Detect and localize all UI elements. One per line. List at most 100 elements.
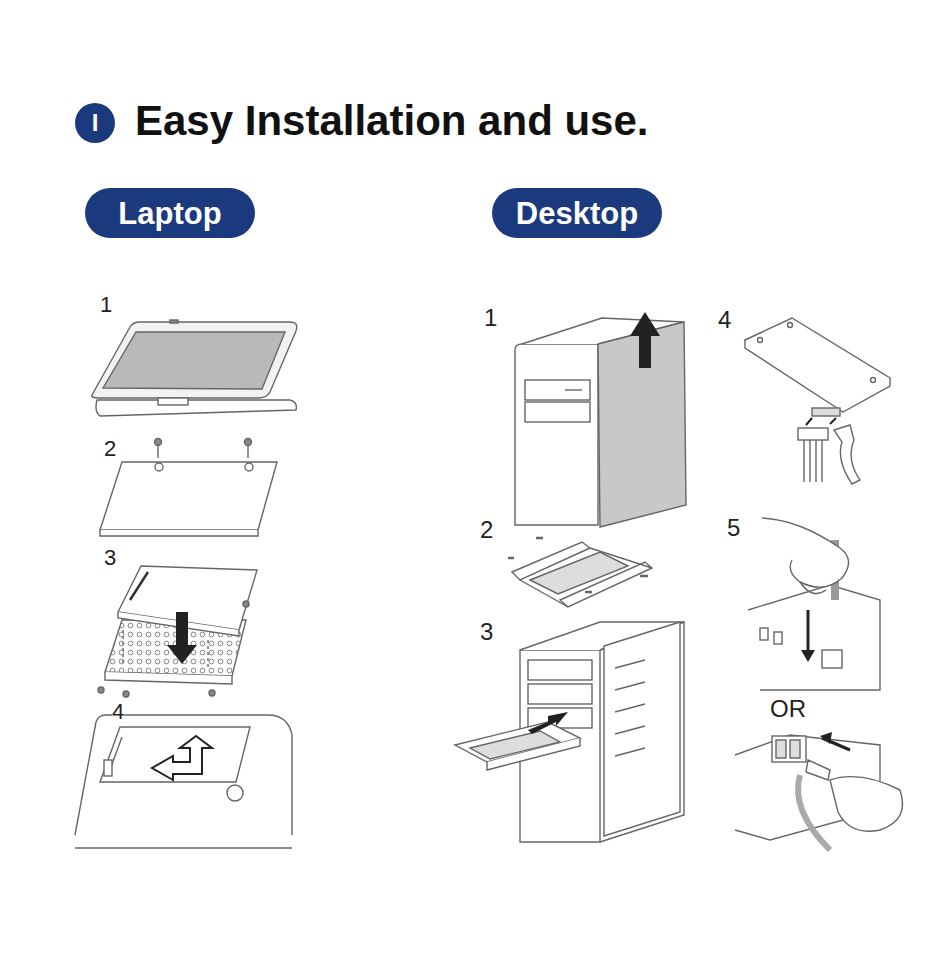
laptop-drive-bay-part bbox=[75, 847, 292, 848]
laptop-closed-part bbox=[96, 400, 296, 416]
laptop-drive-bay bbox=[75, 715, 292, 848]
laptop-closed-part bbox=[170, 320, 178, 323]
laptop-bottom-cover-part bbox=[100, 530, 258, 536]
laptop-drive-bay-part bbox=[152, 736, 212, 780]
desktop-tower-open-part bbox=[525, 380, 590, 400]
laptop-bottom-cover-part bbox=[247, 446, 248, 458]
desktop-tower-insert-part bbox=[604, 622, 680, 836]
hard-drive-cables-part bbox=[798, 428, 828, 440]
desktop-tower-insert-part bbox=[615, 748, 645, 756]
laptop-bottom-cover-part bbox=[245, 463, 253, 471]
hard-drive-cables-part bbox=[788, 323, 793, 328]
laptop-bottom-cover-part bbox=[155, 439, 162, 446]
ssd-and-bracket-part bbox=[209, 690, 215, 696]
hard-drive-cables-part bbox=[812, 408, 840, 416]
laptop-closed-part bbox=[158, 398, 188, 405]
desktop-tower-insert-part bbox=[487, 738, 580, 770]
hard-drive-cables-part bbox=[809, 440, 810, 482]
laptop-drive-bay-part bbox=[227, 785, 243, 801]
ssd-and-bracket-part bbox=[130, 572, 148, 600]
hard-drive-cables-part bbox=[745, 340, 890, 412]
badge-circle-fill bbox=[75, 103, 115, 143]
motherboard-connection-part bbox=[801, 650, 815, 662]
motherboard-connection-part bbox=[774, 632, 782, 644]
motherboard-connection-part bbox=[790, 740, 800, 758]
motherboard-connection-part bbox=[830, 777, 903, 832]
ssd-and-bracket-part bbox=[167, 612, 197, 664]
motherboard-connection-part bbox=[798, 775, 830, 850]
drive-in-bracket-part bbox=[508, 557, 514, 560]
drive-in-bracket-part bbox=[530, 552, 628, 594]
desktop-tower-insert-part bbox=[615, 682, 645, 690]
laptop-bottom-cover-part bbox=[155, 463, 163, 471]
laptop-drive-bay-part bbox=[100, 727, 250, 782]
ssd-and-bracket-part bbox=[122, 630, 123, 665]
desktop-tower-insert-part bbox=[528, 712, 568, 734]
step-number: 5 bbox=[727, 516, 740, 540]
alternative-label: OR bbox=[770, 697, 806, 721]
category-pill: Desktop bbox=[492, 188, 662, 238]
desktop-tower-insert-part bbox=[528, 684, 592, 704]
drive-in-bracket-part bbox=[536, 537, 543, 540]
laptop-bottom-cover-part bbox=[245, 439, 252, 446]
desktop-tower-open-part bbox=[630, 312, 660, 368]
desktop-tower-open-part bbox=[565, 389, 582, 390]
ssd-and-bracket-part bbox=[105, 672, 232, 684]
step-number: 2 bbox=[480, 518, 493, 542]
motherboard-connection-part bbox=[776, 740, 786, 758]
section-badge: I bbox=[75, 103, 115, 143]
hard-drive-cables-part bbox=[871, 378, 876, 383]
desktop-tower-insert-part bbox=[615, 704, 645, 712]
laptop-closed-part bbox=[103, 332, 285, 389]
ssd-and-bracket-part bbox=[243, 601, 249, 607]
pill-text: Laptop bbox=[118, 198, 221, 229]
step-number: 1 bbox=[100, 294, 112, 316]
drive-in-bracket-part bbox=[585, 591, 592, 594]
step-number: 1 bbox=[484, 306, 497, 330]
hard-drive-cables-part bbox=[830, 418, 836, 424]
laptop-drive-bay-part bbox=[75, 715, 292, 835]
hard-drive-cables bbox=[745, 318, 890, 484]
laptop-bottom-cover-part bbox=[100, 462, 277, 530]
laptop-bottom-cover-part bbox=[157, 446, 158, 458]
laptop-bottom-cover bbox=[100, 439, 277, 537]
ssd-and-bracket bbox=[98, 566, 257, 697]
hard-drive-cables-part bbox=[834, 425, 860, 484]
laptop-closed-part bbox=[92, 322, 297, 398]
motherboard-connection-part bbox=[760, 628, 768, 640]
motherboard-connection-part bbox=[762, 518, 849, 587]
motherboard-connection-part bbox=[800, 582, 826, 594]
desktop-tower-insert-part bbox=[600, 622, 684, 842]
laptop-drive-bay-part bbox=[104, 760, 112, 776]
desktop-tower-insert bbox=[455, 622, 684, 842]
motherboard-connection-part bbox=[772, 736, 806, 762]
hard-drive-cables-part bbox=[806, 418, 812, 425]
desktop-tower-open bbox=[515, 312, 686, 527]
desktop-tower-open-part bbox=[525, 402, 590, 422]
desktop-tower-open-part bbox=[515, 344, 598, 525]
motherboard-connection-part bbox=[806, 760, 830, 780]
drive-in-bracket-part bbox=[520, 580, 568, 607]
hard-drive-cables-part bbox=[821, 440, 822, 482]
drive-in-bracket bbox=[508, 538, 652, 607]
step-number: 3 bbox=[104, 547, 116, 569]
drive-in-bracket-part bbox=[640, 575, 648, 578]
category-pill: Laptop bbox=[85, 188, 255, 238]
laptop-closed bbox=[92, 320, 297, 416]
hard-drive-cables-part bbox=[803, 440, 804, 482]
badge-text: I bbox=[92, 111, 99, 135]
step-number: 2 bbox=[104, 438, 116, 460]
drive-in-bracket-part bbox=[590, 548, 652, 568]
hard-drive-cables-part bbox=[815, 440, 816, 482]
step-number: 4 bbox=[718, 308, 731, 332]
motherboard-connection-part bbox=[807, 610, 810, 656]
pill-text: Desktop bbox=[516, 198, 638, 229]
step-number: 4 bbox=[112, 701, 124, 723]
ssd-and-bracket-part bbox=[98, 687, 104, 693]
hard-drive-cables-part bbox=[758, 338, 763, 343]
motherboard-connection-part bbox=[820, 732, 832, 744]
motherboard-connection-part bbox=[822, 650, 842, 668]
desktop-tower-insert-part bbox=[615, 726, 645, 734]
